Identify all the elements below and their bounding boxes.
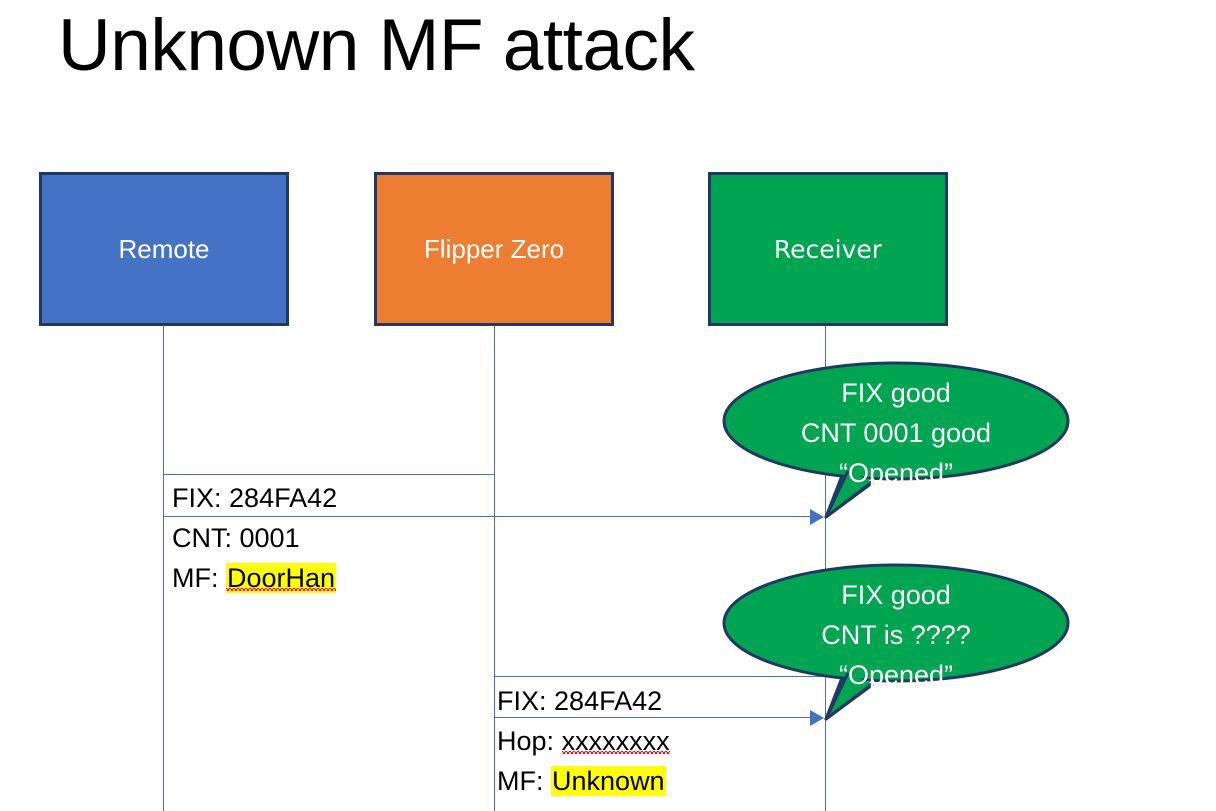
message-2-arrow-head bbox=[810, 710, 824, 726]
message-1-line-1-value: 284FA42 bbox=[229, 483, 338, 513]
message-2-line-1-label: FIX: bbox=[497, 686, 547, 716]
message-2-line-2-value: xxxxxxxx bbox=[561, 726, 670, 756]
message-2-line-3-value: Unknown bbox=[551, 766, 666, 796]
page-title: Unknown MF attack bbox=[58, 5, 695, 86]
message-2-line-2-label: Hop: bbox=[497, 726, 555, 756]
message-1-line-3: MF: DoorHan bbox=[172, 558, 337, 598]
message-1-line-3-label: MF: bbox=[172, 563, 219, 593]
message-2-line-1-value: 284FA42 bbox=[554, 686, 663, 716]
callout-bubble-1-shape bbox=[722, 361, 1070, 519]
message-2-arrow-line bbox=[494, 717, 813, 718]
message-1-line-2-value: 0001 bbox=[239, 523, 300, 553]
callout-bubble-2-shape bbox=[722, 563, 1070, 721]
lifeline-remote bbox=[163, 326, 164, 811]
message-1-line-3-value: DoorHan bbox=[226, 563, 337, 593]
message-1-arrow-head bbox=[810, 509, 824, 525]
callout-bubble-1[interactable]: FIX good CNT 0001 good “Opened” bbox=[722, 361, 1070, 519]
lifeline-flipper bbox=[494, 326, 495, 811]
message-1-arrow-line bbox=[163, 516, 813, 517]
actor-label-receiver: Receiver bbox=[773, 234, 883, 264]
message-1-rule bbox=[163, 474, 494, 475]
message-2-line-2: Hop: xxxxxxxx bbox=[497, 721, 670, 761]
message-1-line-1-label: FIX: bbox=[172, 483, 222, 513]
message-2-line-3-label: MF: bbox=[497, 766, 544, 796]
callout-bubble-2[interactable]: FIX good CNT is ???? “Opened” bbox=[722, 563, 1070, 721]
message-1-labels: FIX: 284FA42 CNT: 0001 MF: DoorHan bbox=[172, 478, 337, 598]
message-2-rule bbox=[494, 676, 825, 677]
actor-label-flipper: Flipper Zero bbox=[423, 233, 565, 264]
message-1-line-1: FIX: 284FA42 bbox=[172, 478, 337, 518]
message-1-line-2-label: CNT: bbox=[172, 523, 232, 553]
message-1-line-2: CNT: 0001 bbox=[172, 518, 337, 558]
message-2-line-3: MF: Unknown bbox=[497, 761, 670, 801]
actor-box-flipper[interactable]: Flipper Zero bbox=[374, 172, 614, 326]
actor-label-remote: Remote bbox=[118, 233, 210, 264]
actor-box-receiver[interactable]: Receiver bbox=[708, 172, 948, 326]
message-2-line-1: FIX: 284FA42 bbox=[497, 681, 670, 721]
actor-box-remote[interactable]: Remote bbox=[39, 172, 289, 326]
message-2-labels: FIX: 284FA42 Hop: xxxxxxxx MF: Unknown bbox=[497, 681, 670, 801]
